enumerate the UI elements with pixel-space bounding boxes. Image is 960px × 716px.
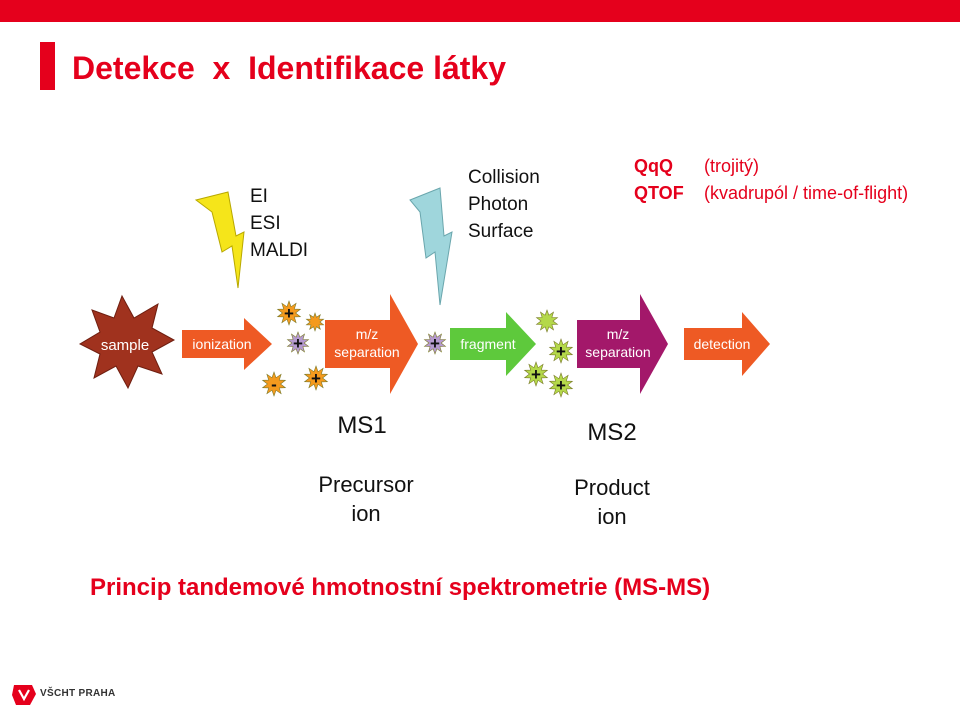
separation2-arrow xyxy=(577,294,668,394)
ionization-method-ei: EI xyxy=(250,186,268,207)
ionization-method-maldi: MALDI xyxy=(250,240,308,261)
top-accent-bar xyxy=(0,0,960,22)
legend-item-qtof: QTOF (kvadrupól / time-of-flight) xyxy=(624,160,908,204)
ion-charge-label: + xyxy=(556,342,566,361)
fragment-label: fragment xyxy=(460,336,515,352)
legend-abbr: QqQ xyxy=(634,156,674,176)
vscht-logo-icon xyxy=(12,685,36,705)
diagram-caption: Princip tandemové hmotnostní spektrometr… xyxy=(90,574,711,601)
legend-desc: (trojitý) xyxy=(704,156,760,176)
ionization-method-esi: ESI xyxy=(250,213,281,234)
ion-star xyxy=(548,338,574,364)
ms1-ion-label: ion xyxy=(351,501,380,526)
ion-charge-label: + xyxy=(293,334,303,353)
ms2-ion-label: ion xyxy=(597,504,626,529)
separation2-label-mz: m/z xyxy=(607,326,630,342)
logo-text: VŠCHT PRAHA xyxy=(40,688,116,699)
detection-arrow xyxy=(684,312,770,376)
ion-star xyxy=(548,372,574,398)
ion-charge-label: + xyxy=(531,365,541,384)
separation1-label-mz: m/z xyxy=(356,326,379,342)
ms2-label: MS2 xyxy=(587,419,636,446)
sample-label: sample xyxy=(101,337,149,354)
separation1-arrow xyxy=(325,294,418,394)
ion-charge-label: + xyxy=(311,369,321,388)
ion-star xyxy=(423,331,447,355)
ms1-precursor-label: Precursor xyxy=(318,472,413,497)
ion-group: + + - + + + + + xyxy=(261,300,574,398)
ion-star xyxy=(523,361,549,387)
ionization-arrow xyxy=(182,318,272,370)
ion-star xyxy=(305,312,325,332)
ion-charge-label: + xyxy=(556,376,566,395)
sample-burst xyxy=(78,294,176,390)
ms2-product-label: Product xyxy=(574,475,650,500)
legend-abbr: QTOF xyxy=(634,183,684,203)
fragmentation-method-collision: Collision xyxy=(468,167,540,188)
ms1-label: MS1 xyxy=(337,412,386,439)
fragment-arrow xyxy=(450,312,536,376)
ion-charge-label: + xyxy=(430,334,440,353)
separation2-label-separation: separation xyxy=(585,344,650,360)
ion-star xyxy=(286,331,310,355)
legend-desc: (kvadrupól / time-of-flight) xyxy=(704,183,909,203)
ion-star xyxy=(276,300,302,326)
ion-star xyxy=(535,309,559,333)
legend-item-qqq: QqQ (trojitý) xyxy=(624,133,759,177)
ion-charge-label: + xyxy=(284,304,294,323)
page-title: Detekce x Identifikace látky xyxy=(72,50,506,86)
ionization-lightning-icon xyxy=(194,191,245,289)
fragmentation-method-photon: Photon xyxy=(468,194,528,215)
ion-star xyxy=(303,365,329,391)
detection-label: detection xyxy=(694,336,751,352)
separation1-label-separation: separation xyxy=(334,344,399,360)
vscht-logo xyxy=(12,685,36,705)
fragmentation-method-surface: Surface xyxy=(468,221,533,242)
ion-charge-label: - xyxy=(271,375,277,394)
ion-star xyxy=(261,371,287,397)
ionization-label: ionization xyxy=(192,336,251,352)
fragmentation-lightning-icon xyxy=(409,187,453,306)
title-accent-mark xyxy=(40,42,55,90)
